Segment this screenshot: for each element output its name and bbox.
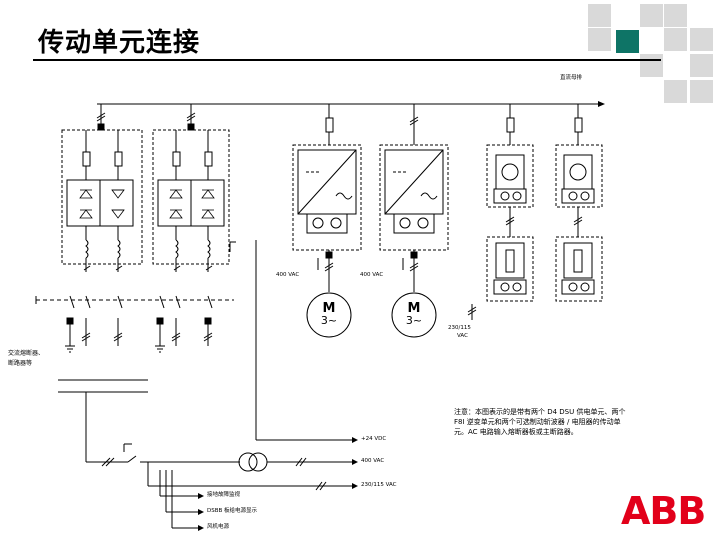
decor-square xyxy=(690,54,713,77)
note-text: 注意：本图表示的是带有两个 D4 DSU 供电单元、两个 F8I 逆变单元和两个… xyxy=(454,408,626,436)
title-underline xyxy=(33,59,661,61)
decor-square xyxy=(664,28,687,51)
decor-square xyxy=(664,80,687,103)
motor-2: M 3~ xyxy=(394,301,434,327)
motor-1: M 3~ xyxy=(309,301,349,327)
dsbb-label: DSBB 板给电源显示 xyxy=(207,508,258,514)
voltage-label-400-right: 400 VAC xyxy=(360,272,384,278)
aux-label-230vac: 230/115 VAC xyxy=(361,482,397,488)
page-title: 传动单元连接 xyxy=(38,28,201,58)
motor-symbol: M xyxy=(322,301,336,316)
decor-square xyxy=(588,4,611,27)
decor-square xyxy=(664,4,687,27)
ac-fuse-label-line2: 断路器等 xyxy=(8,360,33,367)
aux-label-24vdc: +24 VDC xyxy=(361,436,387,442)
abb-logo: ABB xyxy=(621,489,706,533)
dc-bus-label: 直流母排 xyxy=(560,75,583,81)
voltage-label-230-line2: VAC xyxy=(457,333,468,339)
voltage-label-400-left: 400 VAC xyxy=(276,272,300,278)
motor-phase: 3~ xyxy=(405,314,423,327)
decor-square-accent xyxy=(616,30,639,53)
decor-square xyxy=(640,4,663,27)
voltage-label-230-line1: 230/115 xyxy=(448,325,471,331)
earth-fault-label: 接地故障监视 xyxy=(207,492,241,498)
decor-square xyxy=(690,80,713,103)
motor-phase: 3~ xyxy=(320,314,338,327)
motor-symbol: M xyxy=(407,301,421,316)
decor-square xyxy=(690,28,713,51)
ac-fuse-label-line1: 交流熔断器、 xyxy=(8,350,45,357)
decor-square xyxy=(588,28,611,51)
fan-supply-label: 风机电源 xyxy=(207,524,230,530)
aux-label-400vac: 400 VAC xyxy=(361,458,385,464)
